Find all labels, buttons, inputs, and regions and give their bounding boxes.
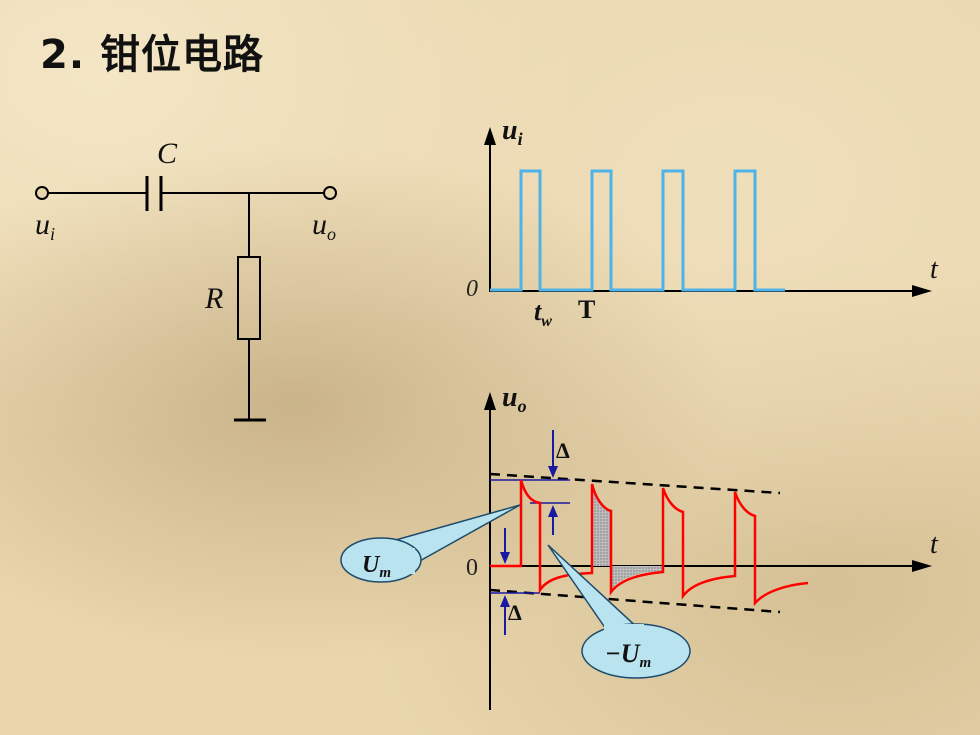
resistor-label: R bbox=[204, 282, 223, 315]
callout-neg-um bbox=[547, 544, 691, 679]
input-terminal bbox=[35, 186, 49, 200]
callout-neg-um-text: −Um bbox=[605, 639, 651, 671]
input-plot-origin: 0 bbox=[466, 276, 478, 302]
shaded-area-2 bbox=[611, 566, 663, 590]
input-plot-axes bbox=[484, 127, 932, 297]
clamp-circuit bbox=[35, 176, 337, 422]
period-label: T bbox=[578, 295, 595, 324]
tw-label: tw bbox=[534, 297, 552, 330]
output-plot-origin: 0 bbox=[466, 555, 478, 581]
shaded-area-1 bbox=[592, 484, 611, 566]
x-axis-arrow bbox=[912, 285, 932, 297]
delta-bottom-label: Δ bbox=[508, 600, 522, 625]
slide-title: 2. 钳位电路 bbox=[40, 32, 264, 78]
input-square-wave bbox=[490, 169, 785, 292]
callout-um bbox=[340, 504, 521, 583]
output-terminal bbox=[323, 186, 337, 200]
resistor bbox=[237, 256, 261, 340]
callout-um-text: Um bbox=[362, 552, 391, 581]
y-axis-arrow bbox=[484, 392, 496, 410]
delta-top-label: Δ bbox=[556, 438, 570, 463]
upper-envelope bbox=[489, 472, 781, 495]
y-axis-arrow bbox=[484, 127, 496, 145]
output-plot-y-label: uo bbox=[502, 382, 527, 416]
output-waveform bbox=[490, 479, 809, 607]
input-plot-y-label: ui bbox=[502, 115, 523, 149]
um-arrow bbox=[500, 528, 510, 564]
lower-envelope bbox=[489, 588, 781, 614]
input-plot-x-label: t bbox=[930, 254, 939, 285]
x-axis-arrow bbox=[912, 560, 932, 572]
delta-top-arrows bbox=[548, 430, 558, 535]
delta-bottom-arrows bbox=[500, 595, 510, 635]
input-label: ui bbox=[35, 208, 55, 244]
output-plot-axes bbox=[484, 392, 932, 710]
output-label: uo bbox=[312, 208, 336, 244]
output-plot-x-label: t bbox=[930, 529, 939, 560]
capacitor-label: C bbox=[157, 137, 178, 170]
